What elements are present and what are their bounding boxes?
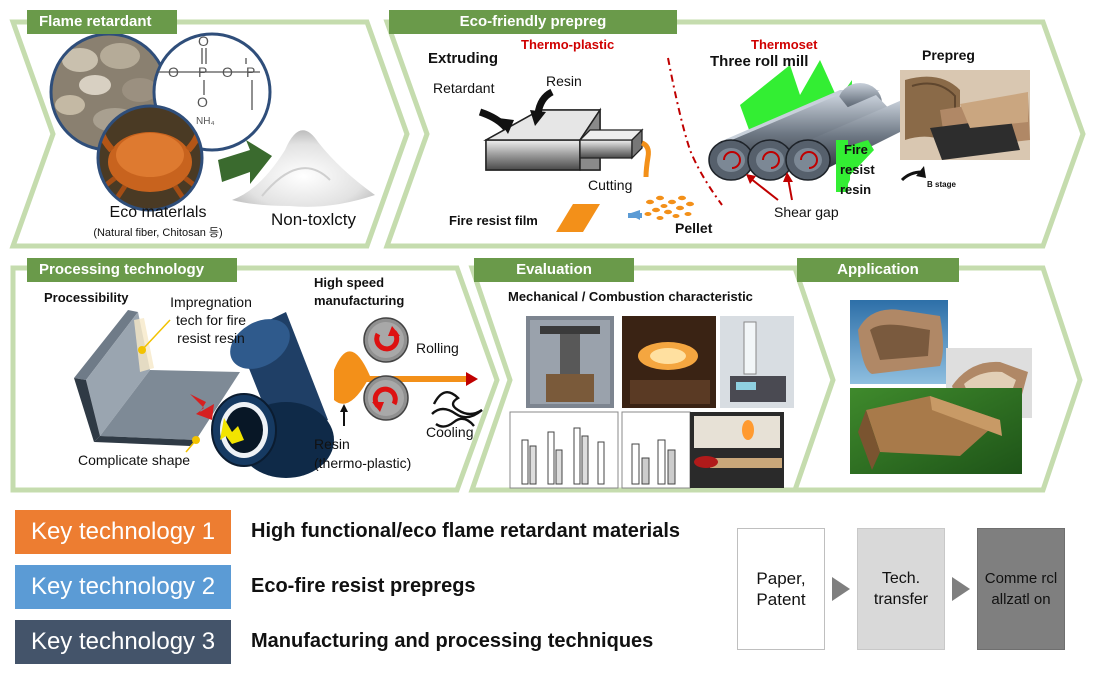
svg-text:O: O (168, 64, 179, 80)
fire-resist-film-label: Fire resist film (449, 213, 538, 228)
flow-step-tech-transfer: Tech. transfer (857, 528, 945, 650)
extruding-label: Extruding (428, 50, 498, 67)
cooling-icon (431, 391, 483, 428)
processibility-label: Processibility (44, 290, 129, 305)
pellets (644, 195, 694, 220)
test-photo-flame (622, 316, 716, 408)
prepreg-label: Prepreg (922, 47, 975, 63)
shear-gap-arrow-left (749, 177, 779, 201)
key-technology-3-badge: Key technology 3 (15, 620, 231, 664)
rolling-label: Rolling (416, 340, 459, 356)
impregnation-label-3: resist resin (177, 330, 245, 346)
key-technology-2-badge: Key technology 2 (15, 565, 231, 609)
svg-text:O: O (198, 33, 209, 49)
tag-application: Application (797, 258, 959, 282)
flow-arrow-1 (832, 577, 850, 601)
application-photo-box (850, 388, 1022, 474)
extruder-machine (483, 107, 644, 171)
flow-step-commercialization: Comme rclallzatl on (977, 528, 1065, 650)
impregnation-label-2: tech for fire (175, 312, 247, 328)
tag-eco-friendly-prepreg: Eco-friendly prepreg (389, 10, 677, 34)
extrudate-strand (640, 140, 651, 178)
processing-thermo-plastic-label: (thermo-plastic) (314, 455, 412, 471)
tag-processing-technology: Processing technology (27, 258, 237, 282)
cutting-label: Cutting (588, 177, 633, 193)
thermoset-label: Thermoset (751, 37, 818, 52)
chem-nh4-label: NH₄ (196, 116, 215, 127)
bar-chart-photo-1 (509, 411, 619, 489)
white-powder (232, 130, 375, 207)
flow-step-commercialization-label: Comme rclallzatl on (984, 570, 1058, 608)
prepreg-sheets (900, 70, 1030, 160)
flow-arrow-2 (952, 577, 970, 601)
high-speed-label-1: High speed (314, 275, 385, 290)
retardant-label: Retardant (433, 80, 495, 96)
tag-flame-retardant: Flame retardant (27, 10, 177, 34)
svg-text:P: P (246, 64, 255, 80)
processing-resin-label: Resin (314, 436, 350, 452)
rolling-machine (334, 317, 478, 421)
fire-resist-film (556, 204, 600, 232)
test-photo-instrument (720, 316, 794, 408)
high-speed-label-2: manufacturing (314, 293, 405, 308)
key-technology-3-text: Manufacturing and processing techniques (251, 630, 654, 652)
impregnation-label-1: Impregnation (170, 294, 252, 310)
resin-label: Resin (546, 73, 582, 89)
flame-test-photo (690, 412, 784, 488)
tag-evaluation: Evaluation (474, 258, 634, 282)
fire-resist-resin-line2: resist (840, 162, 875, 177)
angle-profile (74, 310, 240, 446)
three-roll-mill-label: Three roll mill (710, 53, 809, 70)
b-stage-label: B stage (927, 180, 956, 189)
eco-materials-label: Eco materlals (109, 204, 207, 221)
evaluation-subtitle: Mechanical / Combustion characteristic (508, 289, 753, 304)
flow-step-tech-transfer-label: Tech. transfer (873, 570, 929, 608)
yellow-arrow (220, 418, 244, 444)
fire-resist-resin-line1: Fire (844, 142, 868, 157)
svg-text:P: P (198, 64, 207, 80)
three-roll-mill (708, 60, 916, 192)
tube-profile (211, 312, 334, 478)
shear-gap-label: Shear gap (774, 204, 839, 220)
thermo-plastic-label: Thermo-plastic (521, 37, 615, 52)
eco-materials-note: (Natural fiber, Chitosan 등) (93, 227, 223, 239)
cooling-label: Cooling (426, 424, 474, 440)
svg-text:O: O (197, 94, 208, 110)
pellet-label: Pellet (675, 220, 713, 236)
green-arrow (218, 140, 272, 184)
fire-resist-resin-line3: resin (840, 182, 872, 197)
key-technology-1-badge: Key technology 1 (15, 510, 231, 554)
test-photo-machine (526, 316, 614, 408)
flow-step-paper-patent-label: Paper, Patent (756, 569, 806, 609)
key-technology-1-text: High functional/eco flame retardant mate… (251, 520, 680, 542)
non-toxicity-label: Non-toxlcty (271, 210, 357, 229)
key-technology-2-text: Eco-fire resist prepregs (251, 575, 476, 597)
bar-chart-photo-2 (621, 411, 691, 489)
red-arrow (190, 394, 214, 420)
svg-text:O: O (222, 64, 233, 80)
application-photo-seat (850, 300, 948, 384)
flow-step-paper-patent: Paper, Patent (737, 528, 825, 650)
complicate-shape-label: Complicate shape (78, 452, 191, 468)
